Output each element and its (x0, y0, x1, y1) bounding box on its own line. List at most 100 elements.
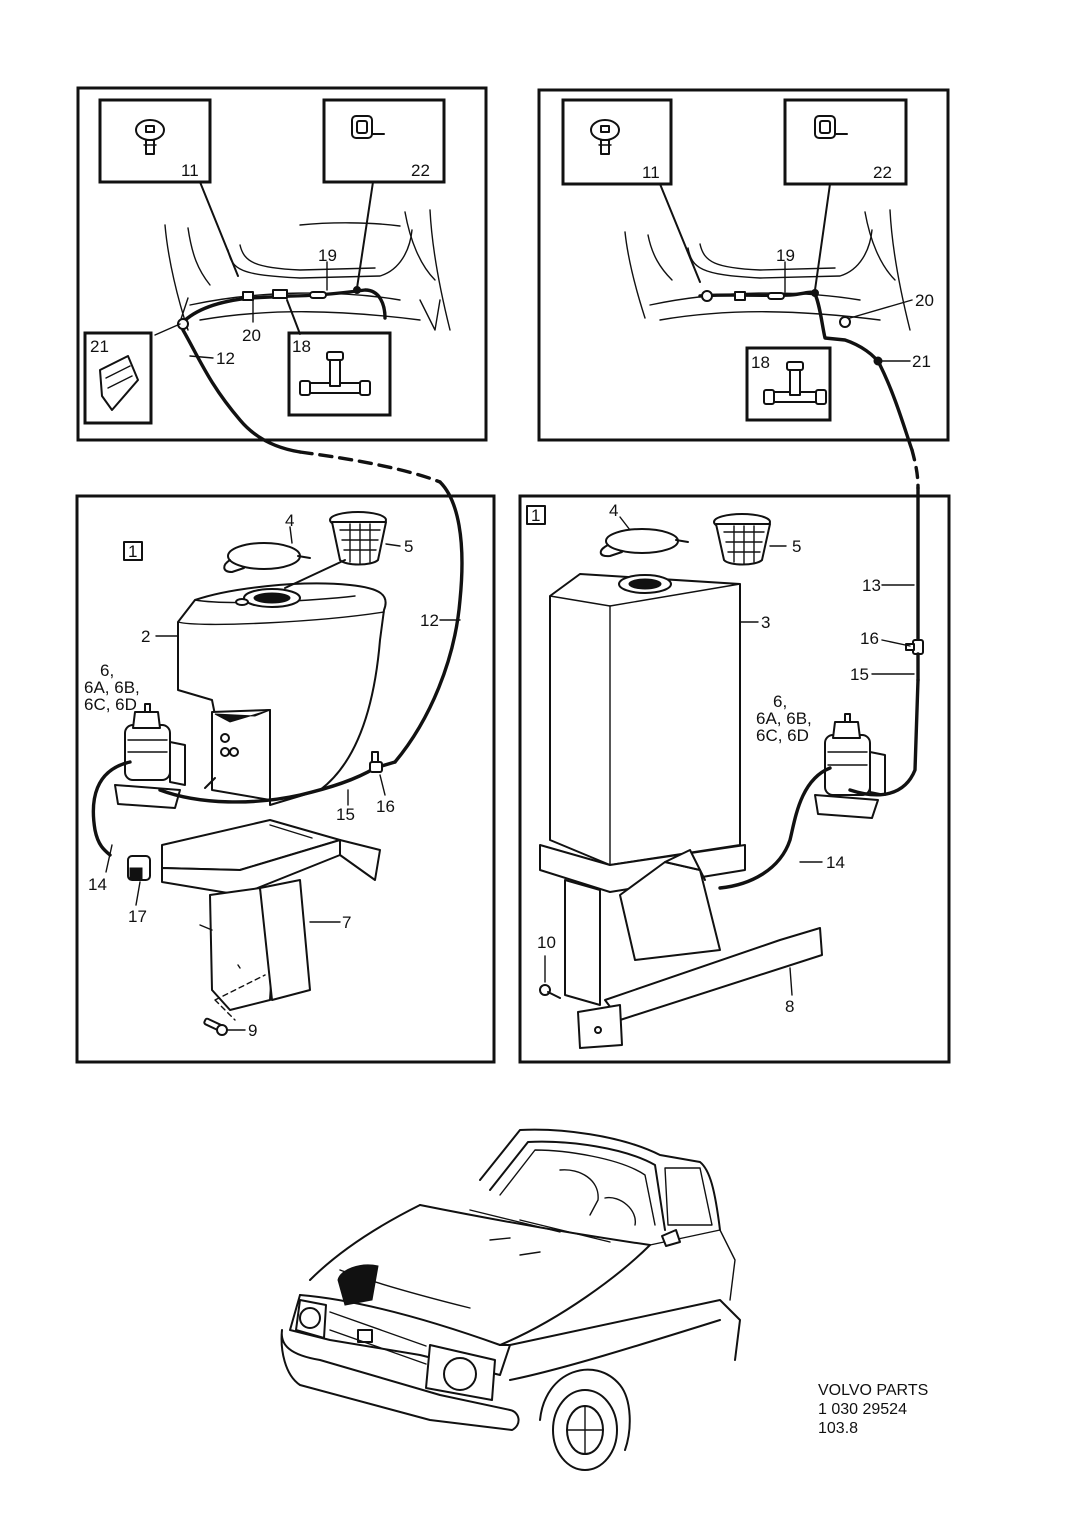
label-6c-6d: 6C, 6D (84, 695, 137, 714)
label-6a-6b: 6A, 6B, (756, 709, 812, 728)
label-4: 4 (609, 501, 618, 520)
hose-14 (718, 766, 832, 890)
washer-pump (114, 703, 186, 809)
washer-tank-tall (549, 573, 741, 866)
bolt (203, 1017, 228, 1036)
panel-top-right: 11 22 19 20 21 18 (537, 88, 950, 442)
label-3: 3 (761, 613, 770, 632)
label-11: 11 (642, 163, 660, 182)
label-16: 16 (376, 797, 395, 816)
clip-point (309, 291, 327, 299)
clip-point (767, 292, 785, 300)
label-17: 17 (128, 907, 147, 926)
label-5: 5 (792, 537, 801, 556)
label-13: 13 (862, 576, 881, 595)
clip-icon (814, 115, 848, 139)
tank-outlet (204, 777, 216, 789)
bracket (539, 844, 823, 1049)
nozzle-icon (135, 119, 165, 155)
label-18: 18 (751, 353, 770, 372)
car-front-illustration (280, 1128, 741, 1471)
label-5: 5 (404, 537, 413, 556)
label-11: 11 (181, 161, 199, 180)
footer-section: 103.8 (818, 1420, 859, 1437)
label-15: 15 (850, 665, 869, 684)
label-12: 12 (216, 349, 235, 368)
label-7: 7 (342, 913, 351, 932)
hose-21-dashed (910, 448, 920, 490)
label-4: 4 (285, 511, 294, 530)
label-12: 12 (420, 611, 439, 630)
label-6c-6d: 6C, 6D (756, 726, 809, 745)
cap (223, 542, 311, 573)
hose-12-dashed (298, 450, 442, 484)
bolt-path (214, 974, 266, 1021)
label-8: 8 (785, 997, 794, 1016)
washer-tank-angled (177, 582, 387, 806)
footer-part-number: 1 030 29524 (818, 1401, 907, 1418)
hose-21 (878, 363, 914, 452)
label-9: 9 (248, 1021, 257, 1040)
washer-pump (814, 713, 886, 819)
car-rear-outline (164, 209, 451, 331)
panel-top-left: 11 22 19 20 21 12 18 (76, 86, 488, 442)
label-6a-6b: 6A, 6B, (84, 678, 140, 697)
panel-frame (537, 88, 950, 442)
label-15: 15 (336, 805, 355, 824)
hose-12-upper (181, 328, 302, 454)
inset-tee (745, 346, 832, 422)
inset-clip (322, 98, 446, 184)
inset-nozzle (561, 98, 673, 186)
nozzle-icon (590, 119, 620, 155)
clip-icon (351, 115, 385, 139)
variant-number: 1 (531, 506, 540, 525)
variant-number: 1 (128, 542, 137, 561)
clip-icon (99, 355, 139, 411)
tee-connector-16 (905, 639, 924, 655)
tee-connector-16 (369, 751, 383, 773)
screw (539, 984, 561, 999)
label-6: 6, (773, 692, 787, 711)
strainer (329, 511, 387, 566)
label-16: 16 (860, 629, 879, 648)
inset-clip-21 (83, 331, 153, 425)
label-22: 22 (411, 161, 430, 180)
label-22: 22 (873, 163, 892, 182)
label-6: 6, (100, 661, 114, 680)
label-14: 14 (826, 853, 845, 872)
panel-bottom-right: 1 4 5 3 13 16 15 6, 6A, 6B, 6C, 6D 14 10… (518, 486, 951, 1064)
inset-nozzle (98, 98, 212, 184)
panel-bottom-left: 1 4 5 2 12 6, 6A, 6B, 6C, 6D 15 16 14 17… (75, 494, 496, 1064)
tee-connector-icon (299, 351, 371, 396)
tank-location-marker (337, 1264, 379, 1306)
label-21: 21 (90, 337, 109, 356)
footer-brand: VOLVO PARTS (818, 1382, 929, 1399)
hose-15 (158, 766, 377, 804)
label-21: 21 (912, 352, 931, 371)
hose-path (698, 290, 882, 367)
clip-point (701, 290, 713, 302)
panel-frame (518, 494, 951, 1064)
grommet (127, 855, 151, 881)
strainer (713, 513, 771, 566)
inset-clip (783, 98, 908, 186)
tee-connector-icon (763, 361, 827, 405)
connector (242, 291, 254, 301)
label-18: 18 (292, 337, 311, 356)
label-20: 20 (242, 326, 261, 345)
connector (734, 291, 746, 301)
inset-tee (287, 331, 392, 417)
tee-point (272, 289, 288, 299)
car-rear-outline (624, 209, 911, 331)
hose-14 (91, 760, 132, 857)
hose-15 (848, 678, 920, 797)
footer-reference: VOLVO PARTS 1 030 29524 103.8 (818, 1381, 928, 1438)
cap (599, 528, 689, 558)
label-10: 10 (537, 933, 556, 952)
filler-line (284, 559, 346, 589)
clip-point (839, 316, 851, 328)
label-19: 19 (318, 246, 337, 265)
variant-box (526, 505, 546, 525)
panel-frame (76, 86, 488, 442)
